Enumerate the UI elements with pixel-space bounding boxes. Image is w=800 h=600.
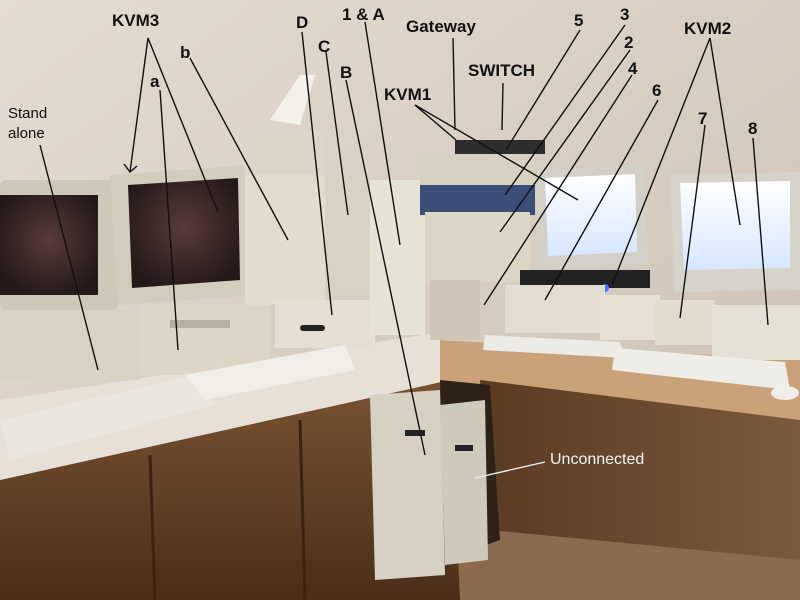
kvm1-box <box>420 155 535 190</box>
cabinet-seam <box>298 419 307 600</box>
desktop-6 <box>600 295 660 340</box>
desktop-8 <box>712 305 800 360</box>
label-gateway: Gateway <box>406 17 476 36</box>
kvm3-screen <box>128 178 240 288</box>
keyboard-left <box>0 375 215 460</box>
label-1-and-a: 1 & A <box>342 5 385 24</box>
label-kvm1: KVM1 <box>384 85 432 104</box>
label-kvm2: KVM2 <box>684 19 732 38</box>
label-stand-alone-line2: alone <box>8 125 45 142</box>
tower-b <box>245 175 325 305</box>
unconnected-tower-1 <box>370 390 445 580</box>
standalone-case <box>0 310 140 380</box>
label-switch: SWITCH <box>468 61 536 80</box>
keyboard-middle <box>185 345 355 400</box>
label-kvm3: KVM3 <box>112 11 160 30</box>
annotation-lines <box>39 21 769 456</box>
label-5: 5 <box>574 11 584 30</box>
label-c: C <box>318 37 331 56</box>
gateway-device <box>455 140 545 154</box>
left-desk-cabinet <box>0 380 460 600</box>
desktop-5 <box>505 285 605 333</box>
label-stand-alone-line1: Stand <box>8 105 48 122</box>
unconnected-pointer <box>474 461 546 479</box>
label-stand-alone: Stand alone <box>8 104 47 144</box>
mouse <box>771 386 799 400</box>
server-unit <box>425 212 530 282</box>
label-b: b <box>180 43 191 62</box>
label-7: 7 <box>698 109 708 128</box>
label-3: 3 <box>620 5 630 24</box>
label-6: 6 <box>652 81 662 100</box>
tower-c <box>325 175 375 295</box>
desktop-7 <box>655 300 715 345</box>
monitor-base-device <box>520 270 650 288</box>
unconnected-tower-2 <box>440 400 488 565</box>
server-tower <box>430 280 480 340</box>
drive-slot <box>300 325 325 331</box>
label-8: 8 <box>748 119 758 138</box>
tower-1-a <box>370 180 425 335</box>
printer-paper <box>270 75 315 125</box>
keyboard-right-2 <box>612 348 790 390</box>
kvm1-screen <box>545 174 637 256</box>
keyboard-right-1 <box>483 335 625 358</box>
label-2: 2 <box>624 33 634 52</box>
right-desk-front <box>480 380 800 560</box>
cabinet-seam <box>148 454 157 600</box>
drive-slot <box>455 445 473 451</box>
desktop-d <box>275 300 375 348</box>
drive-slot <box>405 430 425 436</box>
label-unconnected: Unconnected <box>550 451 645 468</box>
standalone-screen <box>0 195 98 295</box>
kvm-switch-blue <box>420 185 535 215</box>
label-a: a <box>150 72 160 91</box>
drive-slot <box>170 320 230 328</box>
printer <box>245 130 325 175</box>
label-4: 4 <box>628 59 638 78</box>
label-d: D <box>296 13 309 32</box>
label-b-upper: B <box>340 63 353 82</box>
